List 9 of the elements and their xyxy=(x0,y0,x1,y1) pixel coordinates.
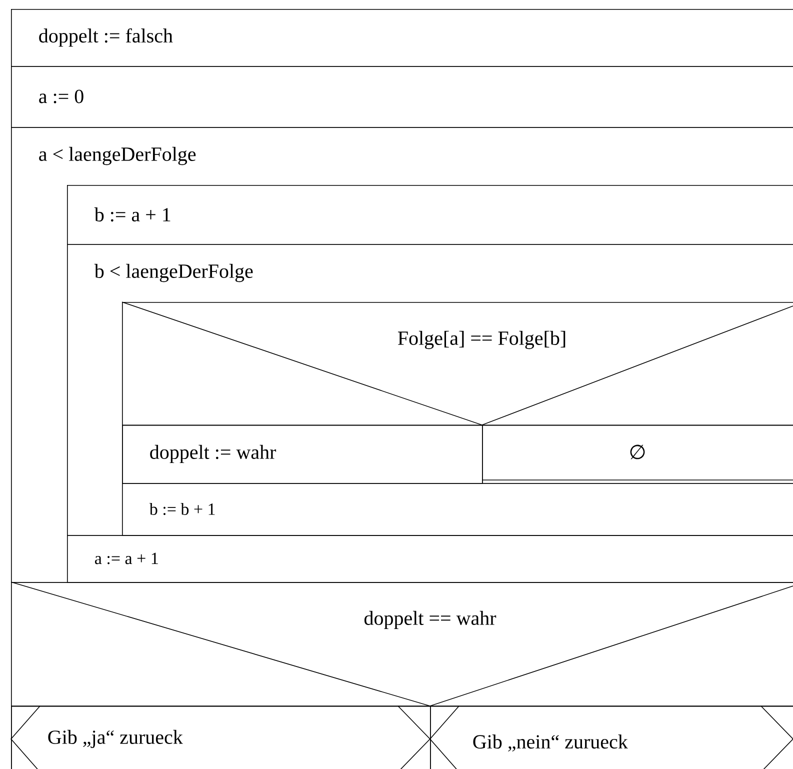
empty-branch-box: ∅ xyxy=(482,425,793,484)
process-box: a := a + 1 xyxy=(67,535,793,583)
return-box: Gib „ja“ zurueck xyxy=(10,706,431,769)
process-box: doppelt := wahr xyxy=(122,425,483,484)
process-box: b := a + 1 xyxy=(67,185,793,245)
process-box: doppelt := falsch xyxy=(11,9,793,67)
return-box: Gib „nein“ zurueck xyxy=(429,706,793,769)
process-box: a := 0 xyxy=(11,66,793,128)
process-box: b := b + 1 xyxy=(122,483,793,536)
